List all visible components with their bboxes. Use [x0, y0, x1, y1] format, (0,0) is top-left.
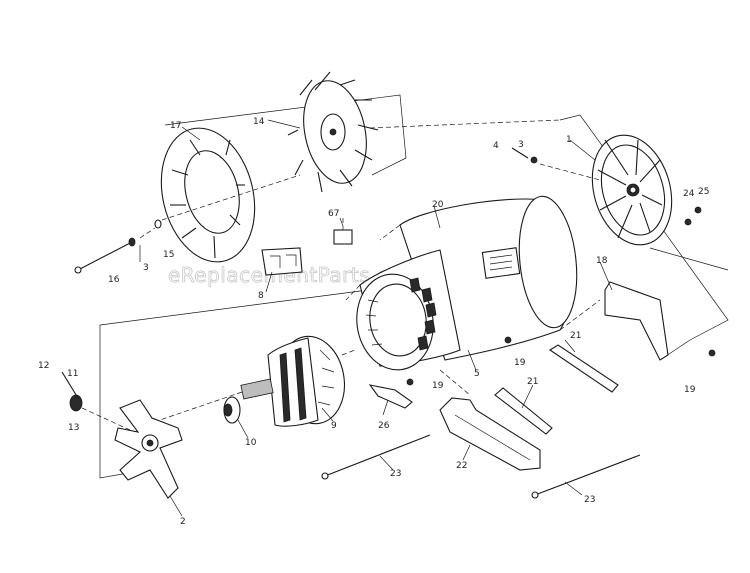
label-part-17: 17: [170, 121, 181, 131]
label-part-11: 11: [67, 369, 78, 379]
label-part-12: 12: [38, 361, 49, 371]
label-part-16: 16: [108, 275, 120, 285]
label-part-14: 14: [253, 117, 265, 127]
label-part-18: 18: [596, 256, 608, 266]
label-part-21-upper: 21: [570, 331, 581, 341]
label-part-3-top: 3: [518, 140, 524, 150]
base-plate-part: [439, 397, 541, 471]
label-part-5: 5: [474, 369, 480, 379]
capacitor-box-part: [333, 218, 353, 245]
end-bell-part: [591, 134, 673, 246]
label-part-20: 20: [432, 200, 444, 210]
shroud-ring-part: [160, 127, 256, 263]
label-part-19-center: 19: [514, 358, 526, 368]
label-part-4: 4: [493, 141, 499, 151]
clip-part: [368, 384, 413, 409]
label-part-9: 9: [331, 421, 337, 431]
label-part-67: 67: [328, 209, 339, 219]
stator-part: [356, 249, 461, 371]
label-part-19-lower: 19: [432, 381, 444, 391]
label-part-1: 1: [566, 135, 572, 145]
label-part-10: 10: [245, 438, 257, 448]
through-bolt-parts: [321, 434, 641, 499]
label-part-25: 25: [698, 187, 709, 197]
label-part-26: 26: [378, 421, 390, 431]
label-part-13: 13: [68, 423, 79, 433]
label-part-21-lower: 21: [527, 377, 538, 387]
top-bolt-hardware: [511, 147, 601, 181]
screw-19-hardware: [406, 336, 716, 386]
label-part-23-left: 23: [390, 469, 401, 479]
label-part-8: 8: [258, 291, 264, 301]
mount-bracket-part: [114, 399, 183, 499]
bearing-part: [223, 396, 241, 424]
label-part-24: 24: [683, 189, 695, 199]
rear-foot-part: [604, 281, 669, 361]
label-part-22: 22: [456, 461, 467, 471]
section-boundary: [99, 94, 729, 479]
rotor-part: [159, 335, 356, 427]
foot-strip-parts: [494, 344, 619, 435]
small-screw-hardware: [684, 206, 702, 226]
front-bolt-hardware: [74, 174, 301, 274]
assembly-lines: [345, 119, 601, 396]
part-labels: 1 2 3 3 4 5 8 9 10 11 12 13 14 15 16 17 …: [38, 117, 709, 527]
label-part-23-right: 23: [584, 495, 595, 505]
cap-hardware-part: [61, 371, 131, 431]
leader-lines: [169, 119, 613, 517]
label-part-15: 15: [163, 250, 174, 260]
label-part-2: 2: [180, 517, 186, 527]
label-part-19-right: 19: [684, 385, 696, 395]
fan-part: [287, 71, 379, 193]
terminal-strip-part: [261, 247, 303, 276]
label-part-3-front: 3: [143, 263, 149, 273]
